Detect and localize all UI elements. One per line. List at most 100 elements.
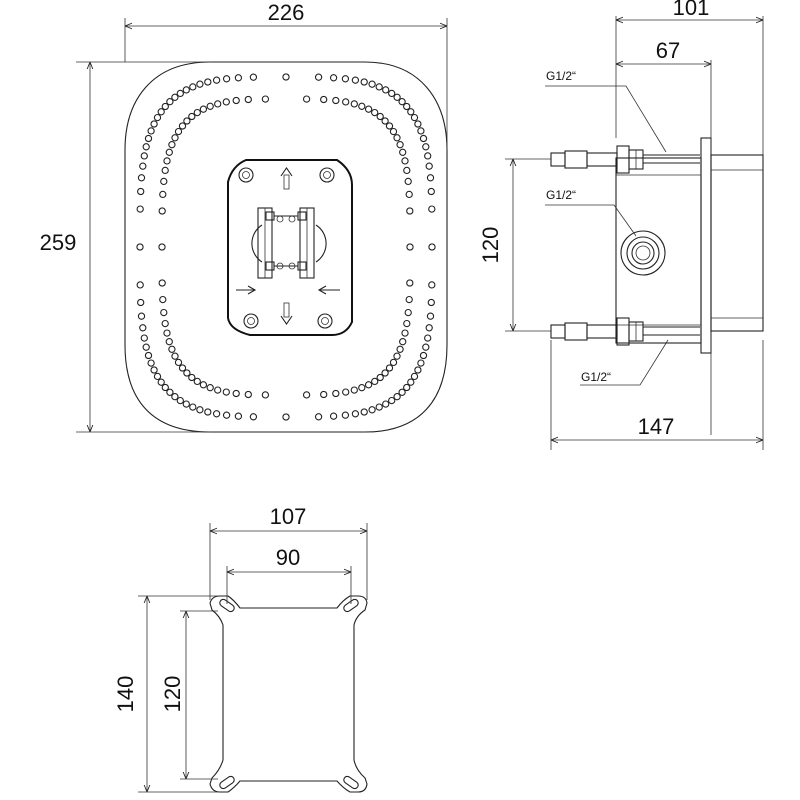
perforation-hole: [163, 157, 171, 165]
perforation-hole: [157, 108, 165, 116]
perforation-hole: [360, 408, 368, 416]
perforation-hole: [314, 73, 323, 81]
perforation-hole: [399, 338, 407, 346]
perforation-hole: [212, 410, 221, 418]
perforation-hole: [414, 120, 422, 128]
perforation-hole: [282, 413, 290, 421]
perforation-hole: [381, 369, 389, 377]
perforation-hole: [188, 112, 196, 121]
perforation-hole: [342, 98, 350, 106]
perforation-hole: [406, 207, 414, 215]
perforation-hole: [137, 298, 145, 307]
perforation-hole: [142, 143, 150, 151]
perforation-hole: [140, 152, 148, 160]
perforation-hole: [388, 89, 396, 98]
bottom-pipe-connection: [550, 317, 700, 346]
flow-arrow-right-icon: [317, 285, 340, 295]
perforation-hole: [139, 162, 147, 170]
perforation-hole: [150, 120, 158, 128]
perforation-hole: [183, 117, 191, 125]
perforation-hole: [150, 366, 158, 374]
perforation-hole: [261, 95, 270, 103]
perforation-hole: [388, 396, 396, 405]
perforation-hole: [161, 166, 169, 175]
perforation-hole: [396, 141, 404, 149]
perforation-hole: [401, 157, 409, 165]
perforation-hole: [419, 134, 428, 143]
perforation-hole: [320, 95, 328, 104]
perforation-hole: [403, 383, 411, 392]
side-cover-plate: [700, 137, 712, 354]
thread-callout-middle: G1/2“: [546, 188, 576, 202]
perforation-hole: [168, 141, 176, 149]
perforation-hole: [137, 312, 146, 320]
perforation-hole: [199, 381, 208, 389]
perforation-hole: [399, 148, 407, 156]
perforation-hole: [389, 127, 398, 136]
perforation-hole: [222, 388, 230, 396]
perforation-hole: [358, 384, 366, 392]
perforation-hole: [282, 73, 290, 81]
flow-arrow-bottom-icon: [280, 302, 293, 325]
slot-bottom-left: [219, 775, 235, 790]
perforation-hole: [302, 391, 311, 399]
perforation-hole: [222, 98, 230, 106]
perforation-hole: [147, 127, 155, 135]
perforation-hole: [157, 378, 165, 386]
perforation-hole: [417, 359, 425, 367]
box-screw-hole-tl: [238, 167, 254, 183]
perforation-hole: [417, 127, 425, 135]
perforation-hole: [376, 373, 384, 382]
perforation-hole: [398, 98, 406, 106]
perforation-hole: [161, 102, 169, 111]
perforation-hole: [204, 78, 212, 86]
perforation-hole: [158, 243, 166, 251]
perforation-hole: [144, 351, 153, 360]
perforation-hole: [375, 83, 383, 91]
perforation-hole: [249, 73, 258, 81]
perforation-hole: [368, 80, 376, 88]
perforation-hole: [196, 406, 204, 414]
perforation-hole: [403, 102, 411, 111]
perforation-hole: [407, 378, 415, 386]
perforation-hole: [212, 76, 221, 84]
perforation-hole: [244, 95, 252, 104]
perforation-hole: [424, 152, 432, 160]
perforation-hole: [171, 134, 179, 142]
perforation-hole: [403, 319, 411, 328]
perforation-hole: [139, 324, 147, 332]
perforation-hole: [403, 166, 411, 175]
perforation-hole: [182, 86, 190, 94]
dim-side-depth: 101: [673, 0, 710, 20]
perforation-hole: [136, 205, 144, 213]
perforation-hole: [166, 388, 174, 396]
box-screw-hole-tr: [319, 167, 335, 183]
mounting-box: [227, 159, 353, 336]
perforation-hole: [350, 386, 358, 394]
dim-plate-outer-width: 107: [270, 504, 307, 529]
perforation-hole: [171, 393, 179, 401]
thread-callout-top: G1/2“: [546, 69, 576, 83]
perforation-hole: [244, 390, 252, 399]
perforation-hole: [428, 205, 436, 213]
perforation-hole: [341, 411, 350, 419]
perforation-hole: [314, 413, 323, 421]
perforation-hole: [159, 295, 167, 304]
perforation-hole: [368, 406, 376, 414]
perforation-hole: [364, 381, 373, 389]
perforation-hole: [174, 358, 183, 367]
perforation-hole: [389, 358, 398, 367]
perforation-hole: [160, 177, 168, 186]
perforation-hole: [427, 187, 435, 196]
perforation-hole: [428, 281, 436, 289]
perforation-hole: [163, 329, 171, 337]
perforation-hole: [425, 162, 433, 170]
perforation-hole: [405, 295, 413, 304]
perforation-hole: [426, 174, 435, 182]
side-body: [615, 157, 702, 344]
perforation-hole: [140, 334, 148, 342]
perforation-hole: [206, 384, 214, 392]
perforation-hole: [182, 400, 190, 408]
flow-arrow-left-icon: [236, 285, 257, 295]
perforation-hole: [193, 377, 201, 386]
